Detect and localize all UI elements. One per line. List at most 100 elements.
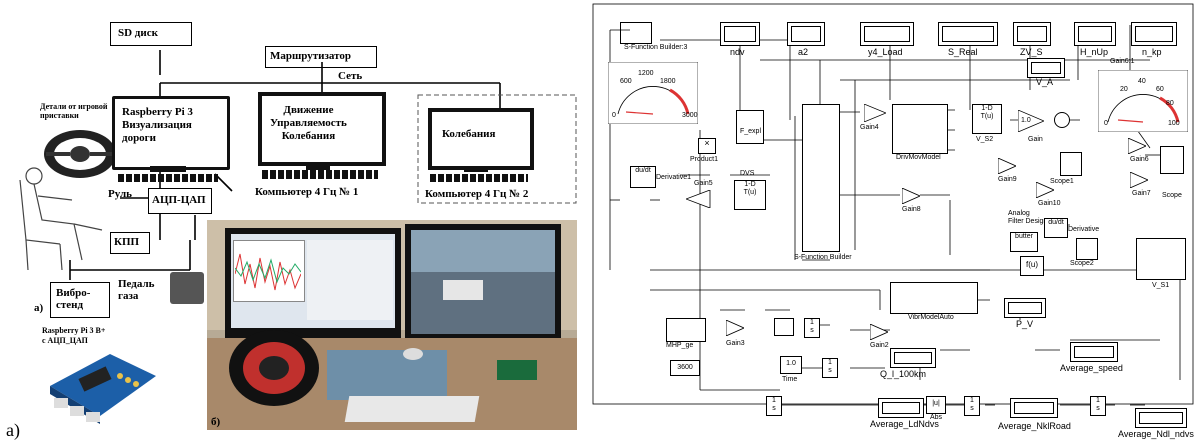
display-average-nklroad-label: Average_NklRoad xyxy=(998,422,1071,430)
display-v-a-label: V_A xyxy=(1036,78,1053,86)
vibr-model-block[interactable] xyxy=(890,282,978,314)
gain3-block[interactable] xyxy=(726,320,744,336)
rpi-board-label: Raspberry Pi 3 B+ с АЦП_ЦАП xyxy=(42,326,105,346)
speed-gauge-tick-100: 100 xyxy=(1168,120,1180,128)
integrator-4-block[interactable]: 1 s xyxy=(964,396,980,416)
pc1-screen-label: Движение Управляемость Колебания xyxy=(270,104,347,143)
display-p-v-label: P_V xyxy=(1016,320,1033,328)
sum-block[interactable] xyxy=(1054,112,1070,128)
product1-block[interactable]: × xyxy=(698,138,716,154)
figure-label-a: a) xyxy=(6,420,20,440)
display-n-kp-label: n_kp xyxy=(1142,48,1162,56)
pedal-label: Педаль газа xyxy=(118,278,154,302)
display-y4-load-label: y4_Load xyxy=(868,48,903,56)
display-q-l-100km[interactable] xyxy=(890,348,936,368)
photo-label-b: б) xyxy=(211,416,220,428)
display-average-speed-label: Average_speed xyxy=(1060,364,1123,372)
derivative1-block[interactable]: du/dt xyxy=(630,166,656,188)
display-h-nup-label: H_nUp xyxy=(1080,48,1108,56)
fcn-symbol: f(u) xyxy=(1026,260,1038,269)
constant-3600-value: 3600 xyxy=(677,364,693,371)
rpm-gauge-tick-1200: 1200 xyxy=(638,70,654,78)
analog-filter-block[interactable]: butter xyxy=(1010,232,1038,252)
scope-label: Scope xyxy=(1162,192,1182,200)
s-function-builder-3-block[interactable] xyxy=(620,22,652,44)
pedal-image xyxy=(170,272,204,304)
gain9-label: Gain9 xyxy=(998,176,1017,184)
vibro-label: Вибро- стенд xyxy=(56,287,90,311)
gain9-block[interactable] xyxy=(998,158,1016,174)
speed-gauge-tick-40: 40 xyxy=(1138,78,1146,86)
fcn-block[interactable]: f(u) xyxy=(1020,256,1044,276)
gain8-block[interactable] xyxy=(902,188,920,204)
rpi-label: Raspberry Pi 3 Визуализация дороги xyxy=(122,106,193,145)
display-zv-s[interactable] xyxy=(1013,22,1051,46)
display-v-a[interactable] xyxy=(1027,58,1065,78)
display-s-real[interactable] xyxy=(938,22,998,46)
scope-block[interactable] xyxy=(1160,146,1184,174)
sd-card-label: SD диск xyxy=(118,27,158,39)
rpm-gauge-tick-0: 0 xyxy=(612,112,616,120)
s-function-builder-block[interactable] xyxy=(802,104,840,252)
display-q-l-100km-label: Q_l_100km xyxy=(880,370,926,378)
gain-value: 1.0 xyxy=(1021,117,1031,125)
display-average-speed[interactable] xyxy=(1070,342,1118,362)
constant-3600-block[interactable]: 3600 xyxy=(670,360,700,376)
display-p-v[interactable] xyxy=(1004,298,1046,318)
gain5-block[interactable] xyxy=(686,190,712,208)
display-y4-load[interactable] xyxy=(860,22,914,46)
display-ndv[interactable] xyxy=(720,22,760,46)
gain6-block[interactable] xyxy=(1128,138,1146,154)
v-s1-lookup-block[interactable] xyxy=(1136,238,1186,280)
f-expl-block[interactable] xyxy=(736,110,764,144)
pc1-stand xyxy=(306,162,330,170)
derivative-block[interactable]: du/dt xyxy=(1044,218,1068,238)
display-a2[interactable] xyxy=(787,22,825,46)
mhp-ge-block[interactable] xyxy=(666,318,706,342)
integrator-1-block[interactable]: 1 s xyxy=(804,318,820,338)
wheel-label: Руль xyxy=(108,188,132,200)
gain2-block[interactable] xyxy=(870,324,888,340)
product1-label: Product1 xyxy=(690,156,718,164)
rpi-board-image xyxy=(40,346,160,428)
v-s2-lookup-block[interactable]: 1-D T(u) xyxy=(972,104,1002,134)
scope2-block[interactable] xyxy=(1076,238,1098,260)
display-n-kp[interactable] xyxy=(1131,22,1177,46)
display-a2-label: a2 xyxy=(798,48,808,56)
speed-gauge-tick-20: 20 xyxy=(1120,86,1128,94)
gain-label: Gain xyxy=(1028,136,1043,144)
pc2-screen-label: Колебания xyxy=(442,128,495,140)
rpi-keyboard xyxy=(118,174,218,182)
pc1-keyboard xyxy=(262,170,378,179)
display-zv-s-label: ZV_S xyxy=(1020,48,1043,56)
scope2-label: Scope2 xyxy=(1070,260,1094,268)
display-average-ldndvs[interactable] xyxy=(878,398,924,418)
display-average-nklroad[interactable] xyxy=(1010,398,1058,418)
speed-gauge-tick-60: 60 xyxy=(1156,86,1164,94)
adc-label: АЦП-ЦАП xyxy=(152,194,206,206)
dvs-lookup-block[interactable]: 1-D T(u) xyxy=(734,180,766,210)
display-h-nup[interactable] xyxy=(1074,22,1116,46)
s-function-builder-3-label: S-Function Builder:3 xyxy=(624,44,687,52)
pc1-label: Компьютер 4 Гц № 1 xyxy=(255,186,358,198)
saturation-block[interactable] xyxy=(774,318,794,336)
speed-gauge-tick-80: 80 xyxy=(1166,100,1174,108)
rpi-monitor-stand xyxy=(150,166,186,172)
scope1-label: Scope1 xyxy=(1050,178,1074,186)
integrator-3-block[interactable]: 1 s xyxy=(766,396,782,416)
gain4-block[interactable] xyxy=(864,104,886,122)
gain7-block[interactable] xyxy=(1130,172,1148,188)
drivmov-model-block[interactable] xyxy=(892,104,948,154)
display-ndv-label: ndv xyxy=(730,48,745,56)
gain6-label: Gain6 xyxy=(1130,156,1149,164)
integrator-5-block[interactable]: 1 s xyxy=(1090,396,1106,416)
abs-symbol: |u| xyxy=(932,400,940,407)
derivative1-label: Derivative1 xyxy=(656,174,691,182)
rpm-gauge-tick-1800: 1800 xyxy=(660,78,676,86)
abs-block[interactable]: |u| xyxy=(926,396,946,414)
display-average-ndl-ndvs[interactable] xyxy=(1135,408,1187,428)
constant-1-block[interactable]: 1.0 xyxy=(780,356,802,374)
integrator-2-block[interactable]: 1 s xyxy=(822,358,838,378)
scope1-block[interactable] xyxy=(1060,152,1082,176)
s-function-builder-label: S-Function Builder xyxy=(794,254,852,262)
